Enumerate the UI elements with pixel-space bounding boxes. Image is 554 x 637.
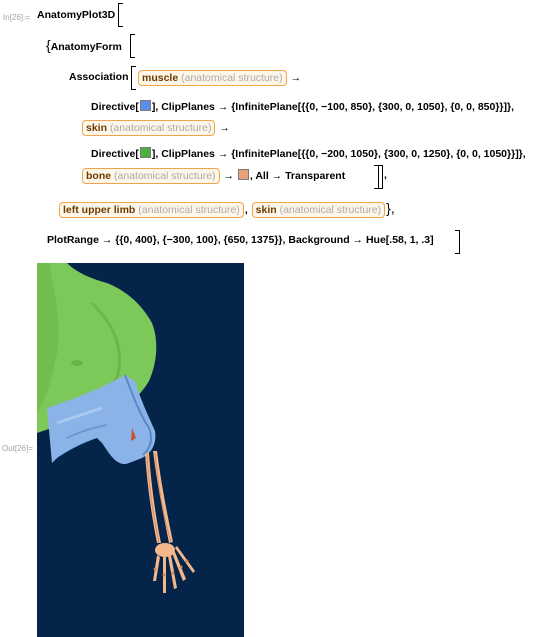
plot-options: PlotRange → {{0, 400}, {−300, 100}, {650…	[47, 234, 434, 246]
function-directive-2: Directive	[91, 148, 136, 160]
bracket-open	[118, 3, 123, 27]
clip-planes-2: , ClipPlanes → {InfinitePlane[{{0, −200,…	[155, 148, 526, 160]
brace-close: },	[386, 200, 395, 216]
function-anatomyplot3d: AnatomyPlot3D	[37, 9, 116, 21]
entity-left-upper-limb[interactable]: left upper limb (anatomical structure)	[59, 202, 244, 218]
code-line-2[interactable]: {AnatomyForm	[46, 38, 122, 54]
function-anatomyform: AnatomyForm	[50, 41, 122, 53]
rule-arrow-3: →	[223, 170, 234, 182]
code-line-7: bone (anatomical structure) → , All → Tr…	[81, 168, 345, 184]
bracket-open-3	[131, 66, 136, 90]
comma-after-association: ,	[384, 169, 387, 181]
rule-arrow-2: →	[219, 122, 230, 134]
color-swatch-green[interactable]	[139, 147, 151, 158]
entity-bone[interactable]: bone (anatomical structure)	[82, 168, 220, 184]
bracket-close-3	[374, 165, 379, 189]
rule-arrow: →	[290, 72, 302, 84]
function-association: Association	[69, 71, 129, 83]
code-line-5: skin (anatomical structure) →	[81, 120, 230, 136]
code-line-8: left upper limb (anatomical structure), …	[58, 201, 395, 218]
clip-planes-1: , ClipPlanes → {InfinitePlane[{{0, −100,…	[155, 101, 515, 113]
entity-muscle[interactable]: muscle (anatomical structure)	[138, 70, 287, 86]
code-line-9[interactable]: PlotRange → {{0, 400}, {−300, 100}, {650…	[47, 233, 434, 247]
code-line-1[interactable]: AnatomyPlot3D	[37, 8, 115, 22]
bracket-open-2	[130, 34, 135, 58]
input-label: In[26]:=	[3, 13, 30, 22]
brace-open: {	[46, 37, 51, 53]
anatomy-plot-output[interactable]	[37, 263, 244, 637]
color-swatch-peach[interactable]	[237, 169, 249, 180]
bracket-close-3b	[378, 165, 383, 189]
entity-row-muscle: muscle (anatomical structure) →	[137, 70, 301, 86]
entity-skin-2[interactable]: skin (anatomical structure)	[251, 202, 386, 218]
output-label: Out[26]=	[2, 444, 33, 453]
color-swatch-blue[interactable]	[139, 100, 151, 111]
function-directive: Directive	[91, 101, 136, 113]
code-line-3[interactable]: Association	[69, 70, 129, 84]
bracket-close-1	[455, 230, 460, 254]
entity-skin[interactable]: skin (anatomical structure)	[82, 120, 216, 136]
anatomy-3d-render	[37, 263, 195, 593]
bone-rule-tail: , All → Transparent	[249, 170, 346, 182]
code-line-6[interactable]: Directive[], ClipPlanes → {InfinitePlane…	[91, 147, 526, 160]
code-line-4[interactable]: Directive[], ClipPlanes → {InfinitePlane…	[91, 100, 515, 113]
